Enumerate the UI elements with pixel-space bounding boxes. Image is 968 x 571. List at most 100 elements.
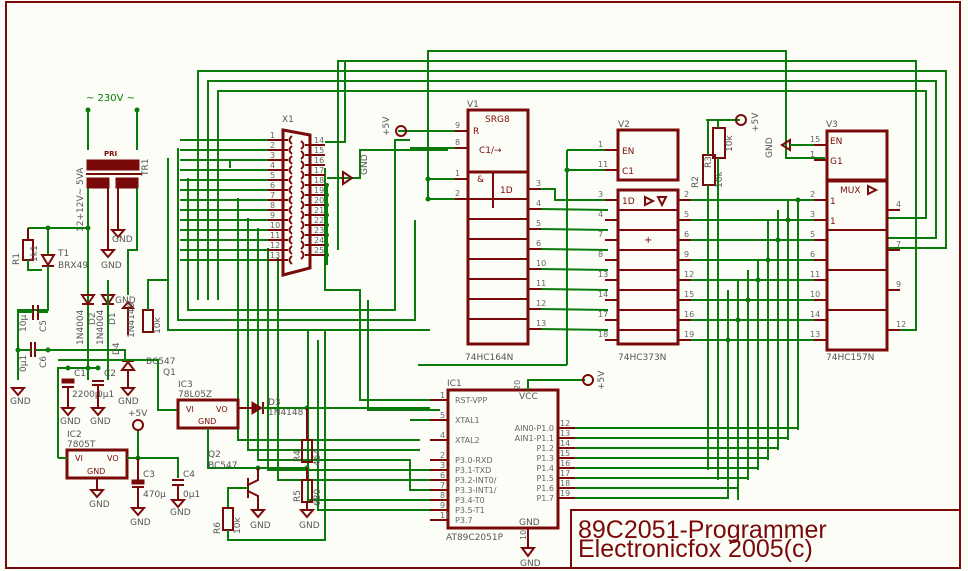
wire-bus-1 xyxy=(197,70,947,300)
title-block-frame xyxy=(570,509,961,569)
r3 xyxy=(712,127,726,159)
ic2-name: IC2 xyxy=(67,430,82,440)
junction xyxy=(564,167,570,173)
ic1-gnd-pin-number: 10 xyxy=(519,530,528,540)
x1-body xyxy=(281,128,312,277)
gnd-icon-c6 xyxy=(9,387,27,397)
gnd-label: GND xyxy=(130,518,151,528)
terminal xyxy=(134,107,140,113)
x1-pin-number: 5 xyxy=(270,171,275,180)
ic1-name: IC1 xyxy=(447,379,462,389)
v2-pin-number: 19 xyxy=(684,330,694,339)
ic2-out-wire xyxy=(127,457,179,478)
c5-value: 10µ xyxy=(19,315,29,332)
ic1-pin-label: AIN1-P1.1 xyxy=(515,434,554,443)
ic1-pin-label: P1.2 xyxy=(536,444,554,453)
ic1-pin-label: P3.1-TXD xyxy=(455,466,491,475)
d4-name: D4 xyxy=(112,342,122,355)
c1-c2-wire xyxy=(57,367,98,458)
v3-pin-number: 2 xyxy=(810,190,815,199)
v1-v2-wire xyxy=(540,248,609,251)
v2-tristate-icon xyxy=(644,195,656,207)
c3-plate-a xyxy=(131,479,145,485)
ic1-pin-label: XTAL1 xyxy=(455,416,480,425)
v2-pin-number: 1 xyxy=(598,140,603,149)
q2-value: BC547 xyxy=(208,461,237,471)
r6 xyxy=(222,507,234,531)
v1-r: R xyxy=(473,127,479,137)
wire-x1-14 xyxy=(325,60,346,143)
v1-pin-number: 1 xyxy=(455,169,460,178)
ic1-pin-number: 13 xyxy=(560,429,570,438)
q1-value: BC547 xyxy=(146,357,175,367)
x1-contact-icon xyxy=(300,140,305,150)
v2-pin-number: 8 xyxy=(598,250,603,259)
gnd-icon-r5 xyxy=(298,509,316,519)
v1-pin-number: 4 xyxy=(536,199,541,208)
v3-gnd-label: GND xyxy=(765,137,775,158)
power-section: ~ 230V ~ PRI TR1 12+12V~ 5VA GND GND R1 … xyxy=(9,93,430,541)
ic2-vi: VI xyxy=(75,454,83,463)
c1-plate-a xyxy=(61,378,75,384)
v1-v2-wire xyxy=(540,208,609,211)
ic1-pin-number: 1 xyxy=(440,391,445,400)
x1-pin-number: 12 xyxy=(270,241,280,250)
x1-pin-number: 14 xyxy=(314,136,324,145)
v2-pin-number: 3 xyxy=(598,190,603,199)
drawing-frame xyxy=(5,1,961,569)
x1-contact-icon xyxy=(300,170,305,180)
gnd-label: GND xyxy=(118,397,139,407)
junction xyxy=(15,347,21,353)
ic1-vcc: VCC xyxy=(519,392,538,402)
r7-value: 10k xyxy=(153,317,163,334)
wire-x1-13 xyxy=(277,258,430,481)
v2-pin-number: 18 xyxy=(598,330,608,339)
x1-contact-icon xyxy=(300,220,305,230)
v1-v2-wire xyxy=(540,228,609,231)
v2-c1: C1 xyxy=(622,167,634,177)
mains-label: ~ 230V ~ xyxy=(86,93,135,104)
q2-collector xyxy=(247,468,259,486)
x1-contact-icon xyxy=(288,185,293,195)
v2-pin-number: 6 xyxy=(684,230,689,239)
ic1-pin-label: P3.5-T1 xyxy=(455,506,485,515)
v3-pin-number: 9 xyxy=(896,280,901,289)
ic2-vo: VO xyxy=(107,454,119,463)
d1-name: D1 xyxy=(108,312,118,325)
x1-contact-icon xyxy=(288,235,293,245)
x1-contact-icon xyxy=(300,240,305,250)
x1-contact-icon xyxy=(288,205,293,215)
v1-pin-number: 3 xyxy=(536,179,541,188)
gnd-label: GND xyxy=(170,508,191,518)
gnd-label: GND xyxy=(299,521,320,531)
x1-contact-icon xyxy=(300,190,305,200)
v3-pin-number: 1 xyxy=(810,150,815,159)
v3-pin-number: 6 xyxy=(810,250,815,259)
v2-pin-number: 11 xyxy=(598,160,608,169)
v3-pin-number: 14 xyxy=(810,310,820,319)
ic1-part: AT89C2051P xyxy=(446,533,504,543)
x1-pin-number: 23 xyxy=(314,226,324,235)
x1-pin-number: 15 xyxy=(314,146,324,155)
transformer-sec2 xyxy=(115,177,139,189)
v1-c1: C1/→ xyxy=(479,146,502,156)
x1-gnd-label: GND xyxy=(360,154,370,175)
v2-pin-number: 2 xyxy=(684,190,689,199)
ic1-port1-wire xyxy=(575,440,749,479)
v2-pin-number: 5 xyxy=(684,210,689,219)
v3-part: 74HC157N xyxy=(826,353,874,363)
gnd-label: GND xyxy=(112,235,133,245)
r4-name: R4 xyxy=(293,450,303,462)
junction xyxy=(85,225,91,231)
d4-icon xyxy=(120,360,136,371)
ic1-pin-label: XTAL2 xyxy=(455,436,480,445)
c3-name: C3 xyxy=(143,470,155,480)
v1-name: V1 xyxy=(467,100,479,110)
v2-pin-number: 14 xyxy=(598,290,608,299)
junction xyxy=(45,225,51,231)
ic1-pin-number: 19 xyxy=(560,489,570,498)
v2-pin-number: 4 xyxy=(598,210,603,219)
gnd-icon-ic2 xyxy=(88,489,106,499)
gnd-icon-c3 xyxy=(129,507,147,517)
x1-pin-number: 24 xyxy=(314,236,324,245)
